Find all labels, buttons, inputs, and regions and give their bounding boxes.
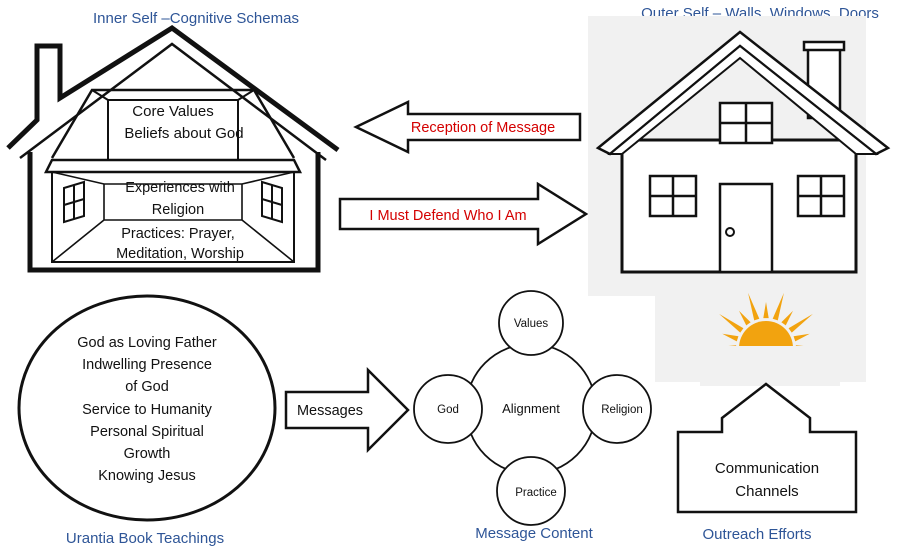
inner-house-room-depth (51, 171, 295, 263)
inner-house-attic-depth (91, 89, 255, 160)
room-text-line-3: Practices: Prayer, (121, 226, 235, 242)
outer-house-roof-inner (607, 44, 879, 155)
outreach-caption: Outreach Efforts (703, 526, 812, 543)
sun-ray (719, 313, 744, 333)
inner-house-roof-inner (19, 42, 327, 161)
reception-arrow-label: Reception of Message (411, 120, 555, 136)
outer-house-chimney-cap (802, 40, 846, 52)
outer-house-left-window (648, 174, 698, 218)
sun-ray (722, 333, 739, 342)
practice-label: Practice (515, 487, 557, 499)
sun-ray (738, 310, 751, 326)
room-text-line-2: Religion (152, 202, 204, 218)
teachings-circle (17, 294, 277, 522)
outreach-up-arrow (676, 382, 858, 514)
inner-house-roof-outline (6, 24, 340, 153)
channels-line-1: Communication (715, 460, 819, 477)
room-text-line-4: Meditation, Worship (116, 246, 244, 262)
teaching-line-6: Growth (124, 446, 171, 462)
inner-house-walls (27, 152, 321, 273)
defend-arrow-label: I Must Defend Who I Am (369, 208, 526, 224)
message-content-caption: Message Content (475, 525, 593, 542)
message-content-diagram (413, 290, 652, 526)
outer-house-right-window (796, 174, 846, 218)
sun-ray (793, 333, 810, 342)
teaching-line-1: God as Loving Father (77, 335, 217, 351)
teachings-caption: Urantia Book Teachings (66, 530, 224, 547)
messages-arrow-label: Messages (297, 403, 363, 419)
channels-line-2: Channels (735, 483, 798, 500)
sun-ray (772, 292, 784, 321)
sun-ray (748, 292, 760, 321)
inner-house-attic (50, 88, 296, 159)
inner-self-house (6, 24, 340, 273)
religion-label: Religion (601, 404, 643, 416)
religion-circle (582, 374, 652, 444)
values-circle (498, 290, 564, 356)
teaching-line-4: Service to Humanity (82, 402, 212, 418)
teaching-line-2: Indwelling Presence (82, 357, 212, 373)
sun-ray (788, 313, 813, 333)
inner-house-right-window (261, 180, 283, 224)
outer-self-house (595, 30, 891, 274)
sun-ray (763, 302, 769, 319)
inner-self-caption: Inner Self –Cognitive Schemas (93, 10, 299, 27)
sun-icon (700, 292, 840, 386)
alignment-label: Alignment (502, 401, 560, 416)
inner-house-room (51, 172, 295, 263)
messages-arrow (284, 366, 410, 454)
outer-house-upper-window (718, 101, 774, 145)
god-label: God (437, 404, 459, 416)
outer-house-door-knob (725, 227, 735, 237)
inner-house-left-window (63, 180, 85, 224)
values-label: Values (514, 318, 549, 330)
sun-ray (781, 310, 794, 326)
teaching-line-3: of God (125, 379, 169, 395)
attic-text-line-2: Beliefs about God (124, 125, 243, 142)
room-text-line-1: Experiences with (125, 180, 235, 196)
inner-house-floor (43, 158, 303, 174)
teaching-line-7: Knowing Jesus (98, 468, 196, 484)
reception-arrow (353, 100, 582, 154)
god-circle (413, 374, 483, 444)
defend-arrow (338, 181, 589, 247)
teaching-line-5: Personal Spiritual (90, 424, 204, 440)
attic-text-line-1: Core Values (132, 103, 213, 120)
practice-circle (496, 456, 566, 526)
